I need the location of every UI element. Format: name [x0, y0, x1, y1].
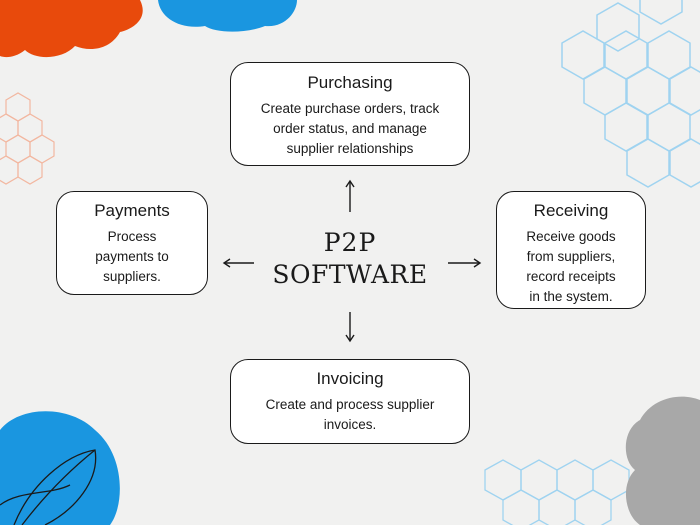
description-line: Receive goods [526, 229, 616, 244]
gray-cloud-shape [625, 396, 700, 525]
arrow-right-icon [448, 258, 482, 268]
receiving-node: Receiving Receive goods from suppliers, … [496, 191, 646, 309]
node-description: Create and process supplier invoices. [231, 395, 469, 435]
hexagon-pattern-top-right [561, 0, 700, 188]
blue-blob-bottom-left [0, 411, 120, 525]
node-title: Purchasing [307, 73, 393, 92]
payments-node: Payments Process payments to suppliers. [56, 191, 208, 295]
arrow-left-icon [222, 258, 254, 268]
purchasing-node: Purchasing Create purchase orders, track… [230, 62, 470, 166]
center-title-line1: P2P [323, 228, 377, 257]
description-line: payments to [95, 249, 169, 264]
node-title: Receiving [533, 201, 609, 220]
description-line: Create purchase orders, track [260, 101, 440, 116]
description-line: Create and process supplier [265, 397, 435, 412]
description-line: from suppliers, [526, 249, 616, 264]
description-line: in the system. [529, 289, 613, 304]
blue-cloud-shape [158, 0, 297, 32]
hexagon-pattern-bottom [484, 459, 630, 525]
description-line: supplier relationships [286, 141, 414, 156]
node-title: Payments [94, 201, 170, 220]
arrow-down-icon [345, 312, 355, 343]
leaf-line-art [0, 449, 97, 525]
hexagon-pattern-left [0, 92, 55, 185]
description-line: record receipts [526, 269, 616, 284]
node-description: Create purchase orders, track order stat… [231, 99, 469, 159]
description-line: invoices. [323, 417, 377, 432]
invoicing-node: Invoicing Create and process supplier in… [230, 359, 470, 444]
description-line: Process [107, 229, 157, 244]
center-title: P2P SOFTWARE [250, 227, 450, 291]
description-line: suppliers. [103, 269, 161, 284]
orange-cloud-shape [0, 0, 143, 58]
connector-arrows [222, 179, 482, 343]
arrow-up-icon [345, 179, 355, 212]
center-title-line2: SOFTWARE [272, 260, 428, 289]
description-line: order status, and manage [273, 121, 427, 136]
node-description: Receive goods from suppliers, record rec… [497, 227, 645, 307]
node-description: Process payments to suppliers. [57, 227, 207, 287]
node-title: Invoicing [316, 369, 384, 388]
